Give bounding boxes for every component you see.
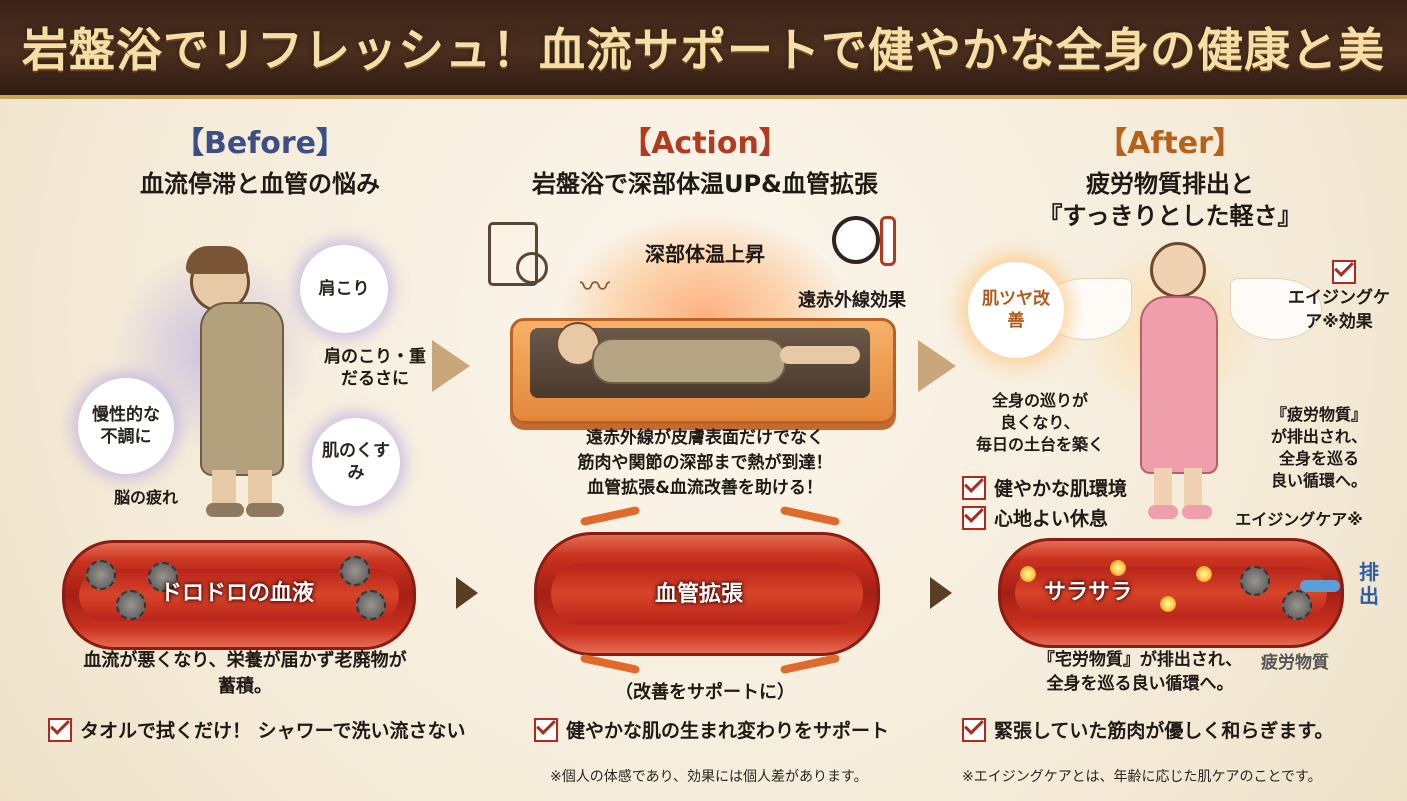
label-shoulder-heaviness: 肩のこり・重だるさに xyxy=(324,347,426,389)
waste-text: 『疲労物質』 が排出され、 全身を巡る 良い循環へ。 xyxy=(1254,404,1384,492)
after-vessel-label: サラサラ xyxy=(1044,580,1133,605)
clock-icon xyxy=(832,216,880,264)
circulation-line: 毎日の土台を築く xyxy=(975,435,1104,454)
action-description: 遠赤外線が皮膚表面だけでなく 筋肉や関節の深部まで熱が到達！ 血管拡張&血流改善… xyxy=(520,426,890,501)
expand-arrow-icon xyxy=(579,505,641,527)
before-caption: 血流が悪くなり、栄養が届かず老廃物が蓄積。 xyxy=(83,650,407,697)
bubble-skin-glow: 肌ツヤ改善 xyxy=(968,262,1064,358)
clot-icon xyxy=(148,562,178,592)
checkbox-icon xyxy=(962,475,986,500)
arrow-right-icon xyxy=(918,340,956,392)
check-healthy-skin: 健やかな肌環境 xyxy=(962,474,1127,501)
after-subtitle-line: 疲労物質排出と xyxy=(1086,170,1254,198)
expand-arrow-icon xyxy=(779,505,841,527)
after-caption-line: 全身を巡る良い循環へ。 xyxy=(1046,674,1234,694)
clot-icon xyxy=(116,590,146,620)
clot-icon xyxy=(356,590,386,620)
aging-check xyxy=(1332,260,1364,288)
heat-label: 深部体温上昇 xyxy=(645,242,765,266)
clot-icon xyxy=(86,560,116,590)
check-skin-renewal: 健やかな肌の生まれ変わりをサポート xyxy=(534,716,889,743)
check-towel: タオルで拭くだけ！ シャワーで洗い流さない xyxy=(48,716,465,743)
action-heading: 【Action】 岩盤浴で深部体温UP&血管拡張 xyxy=(470,118,940,200)
label-brain-fatigue: 脳の疲れ xyxy=(113,488,178,507)
header-banner: 岩盤浴でリフレッシュ！血流サポートで健やかな全身の健康と美 xyxy=(0,0,1407,99)
circulation-line: 全身の巡りが xyxy=(991,391,1088,410)
waste-line: 良い循環へ。 xyxy=(1270,471,1367,490)
circulation-text: 全身の巡りが 良くなり、 毎日の土台を築く xyxy=(955,390,1125,456)
bubble-shoulder-stiffness: 肩こり xyxy=(300,245,388,333)
waste-line: 『疲労物質』 xyxy=(1270,405,1367,424)
excrete-label: 排出 xyxy=(1359,560,1379,608)
wing-right-icon xyxy=(1230,278,1322,340)
after-heading: 【After】 疲労物質排出と 『すっきりとした軽さ』 xyxy=(1000,118,1340,232)
infrared-label: 遠赤外線効果 xyxy=(798,290,906,311)
particle-icon xyxy=(1110,560,1126,576)
check-rest: 心地よい休息 xyxy=(962,504,1108,531)
page-title: 岩盤浴でリフレッシュ！血流サポートで健やかな全身の健康と美 xyxy=(22,23,1385,77)
action-vessel-label: 血管拡張 xyxy=(655,582,744,607)
before-vessel-label: ドロドロの血液 xyxy=(160,581,315,606)
circulation-line: 良くなり、 xyxy=(1000,413,1080,432)
after-subtitle-line: 『すっきりとした軽さ』 xyxy=(1038,202,1302,230)
action-blood-vessel xyxy=(534,532,880,656)
waste-line: 全身を巡る xyxy=(1278,449,1359,468)
clot-icon xyxy=(340,556,370,586)
checkbox-icon xyxy=(962,717,986,742)
action-caption: （改善をサポートに） xyxy=(615,682,795,703)
action-desc-line: 筋肉や関節の深部まで熱が到達！ xyxy=(577,453,833,473)
expand-arrow-icon xyxy=(779,653,841,675)
aging-care-label: エイジングケア※ xyxy=(1235,510,1363,529)
action-subtitle: 岩盤浴で深部体温UP&血管拡張 xyxy=(531,170,878,198)
arrow-right-icon xyxy=(432,340,470,392)
action-bracket: 【Action】 xyxy=(621,126,789,161)
happy-woman-head xyxy=(1150,242,1206,298)
reclining-person-body xyxy=(592,338,786,384)
before-subtitle: 血流停滞と血管の悩み xyxy=(140,170,380,198)
excrete-arrow-icon xyxy=(1300,580,1340,592)
after-bracket: 【After】 xyxy=(1097,126,1243,161)
reclining-person-legs xyxy=(780,346,860,364)
after-caption: 『宅労物質』が排出され、 全身を巡る良い循環へ。 xyxy=(1010,648,1270,696)
thermometer-icon xyxy=(880,216,896,266)
action-desc-line: 遠赤外線が皮膚表面だけでなく xyxy=(586,428,824,448)
expand-arrow-icon xyxy=(579,653,641,675)
bubble-dull-skin: 肌のくすみ xyxy=(312,418,400,506)
checkbox-icon xyxy=(48,717,72,742)
checkbox-icon xyxy=(534,717,558,742)
after-blood-vessel xyxy=(998,538,1344,648)
footnote-individual: ※個人の体感であり、効果には個人差があります。 xyxy=(550,769,868,785)
before-heading: 【Before】 血流停滞と血管の悩み xyxy=(60,118,460,200)
particle-icon xyxy=(1160,596,1176,612)
bubble-chronic-discomfort: 慢性的な不調に xyxy=(78,378,174,474)
before-bracket: 【Before】 xyxy=(173,126,347,161)
checkbox-icon xyxy=(962,505,986,530)
arrow-right-icon xyxy=(456,577,478,609)
fatigue-label: 疲労物質 xyxy=(1261,653,1329,673)
particle-icon xyxy=(1196,566,1212,582)
after-caption-line: 『宅労物質』が排出され、 xyxy=(1037,650,1243,670)
clot-icon xyxy=(1282,590,1312,620)
arrow-right-icon xyxy=(930,577,952,609)
steam-icon: 〰 xyxy=(580,270,610,305)
timer-icon xyxy=(516,252,548,284)
particle-icon xyxy=(1020,566,1036,582)
aging-care-effect: エイジングケア※効果 xyxy=(1288,288,1390,332)
footnote-aging-care: ※エイジングケアとは、年齢に応じた肌ケアのことです。 xyxy=(962,769,1322,785)
happy-woman-robe xyxy=(1140,296,1218,474)
waste-line: が排出され、 xyxy=(1270,427,1368,446)
action-desc-line: 血管拡張&血流改善を助ける！ xyxy=(587,478,823,498)
clot-icon xyxy=(1240,566,1270,596)
check-muscle-relax: 緊張していた筋肉が優しく和らぎます。 xyxy=(962,716,1334,743)
